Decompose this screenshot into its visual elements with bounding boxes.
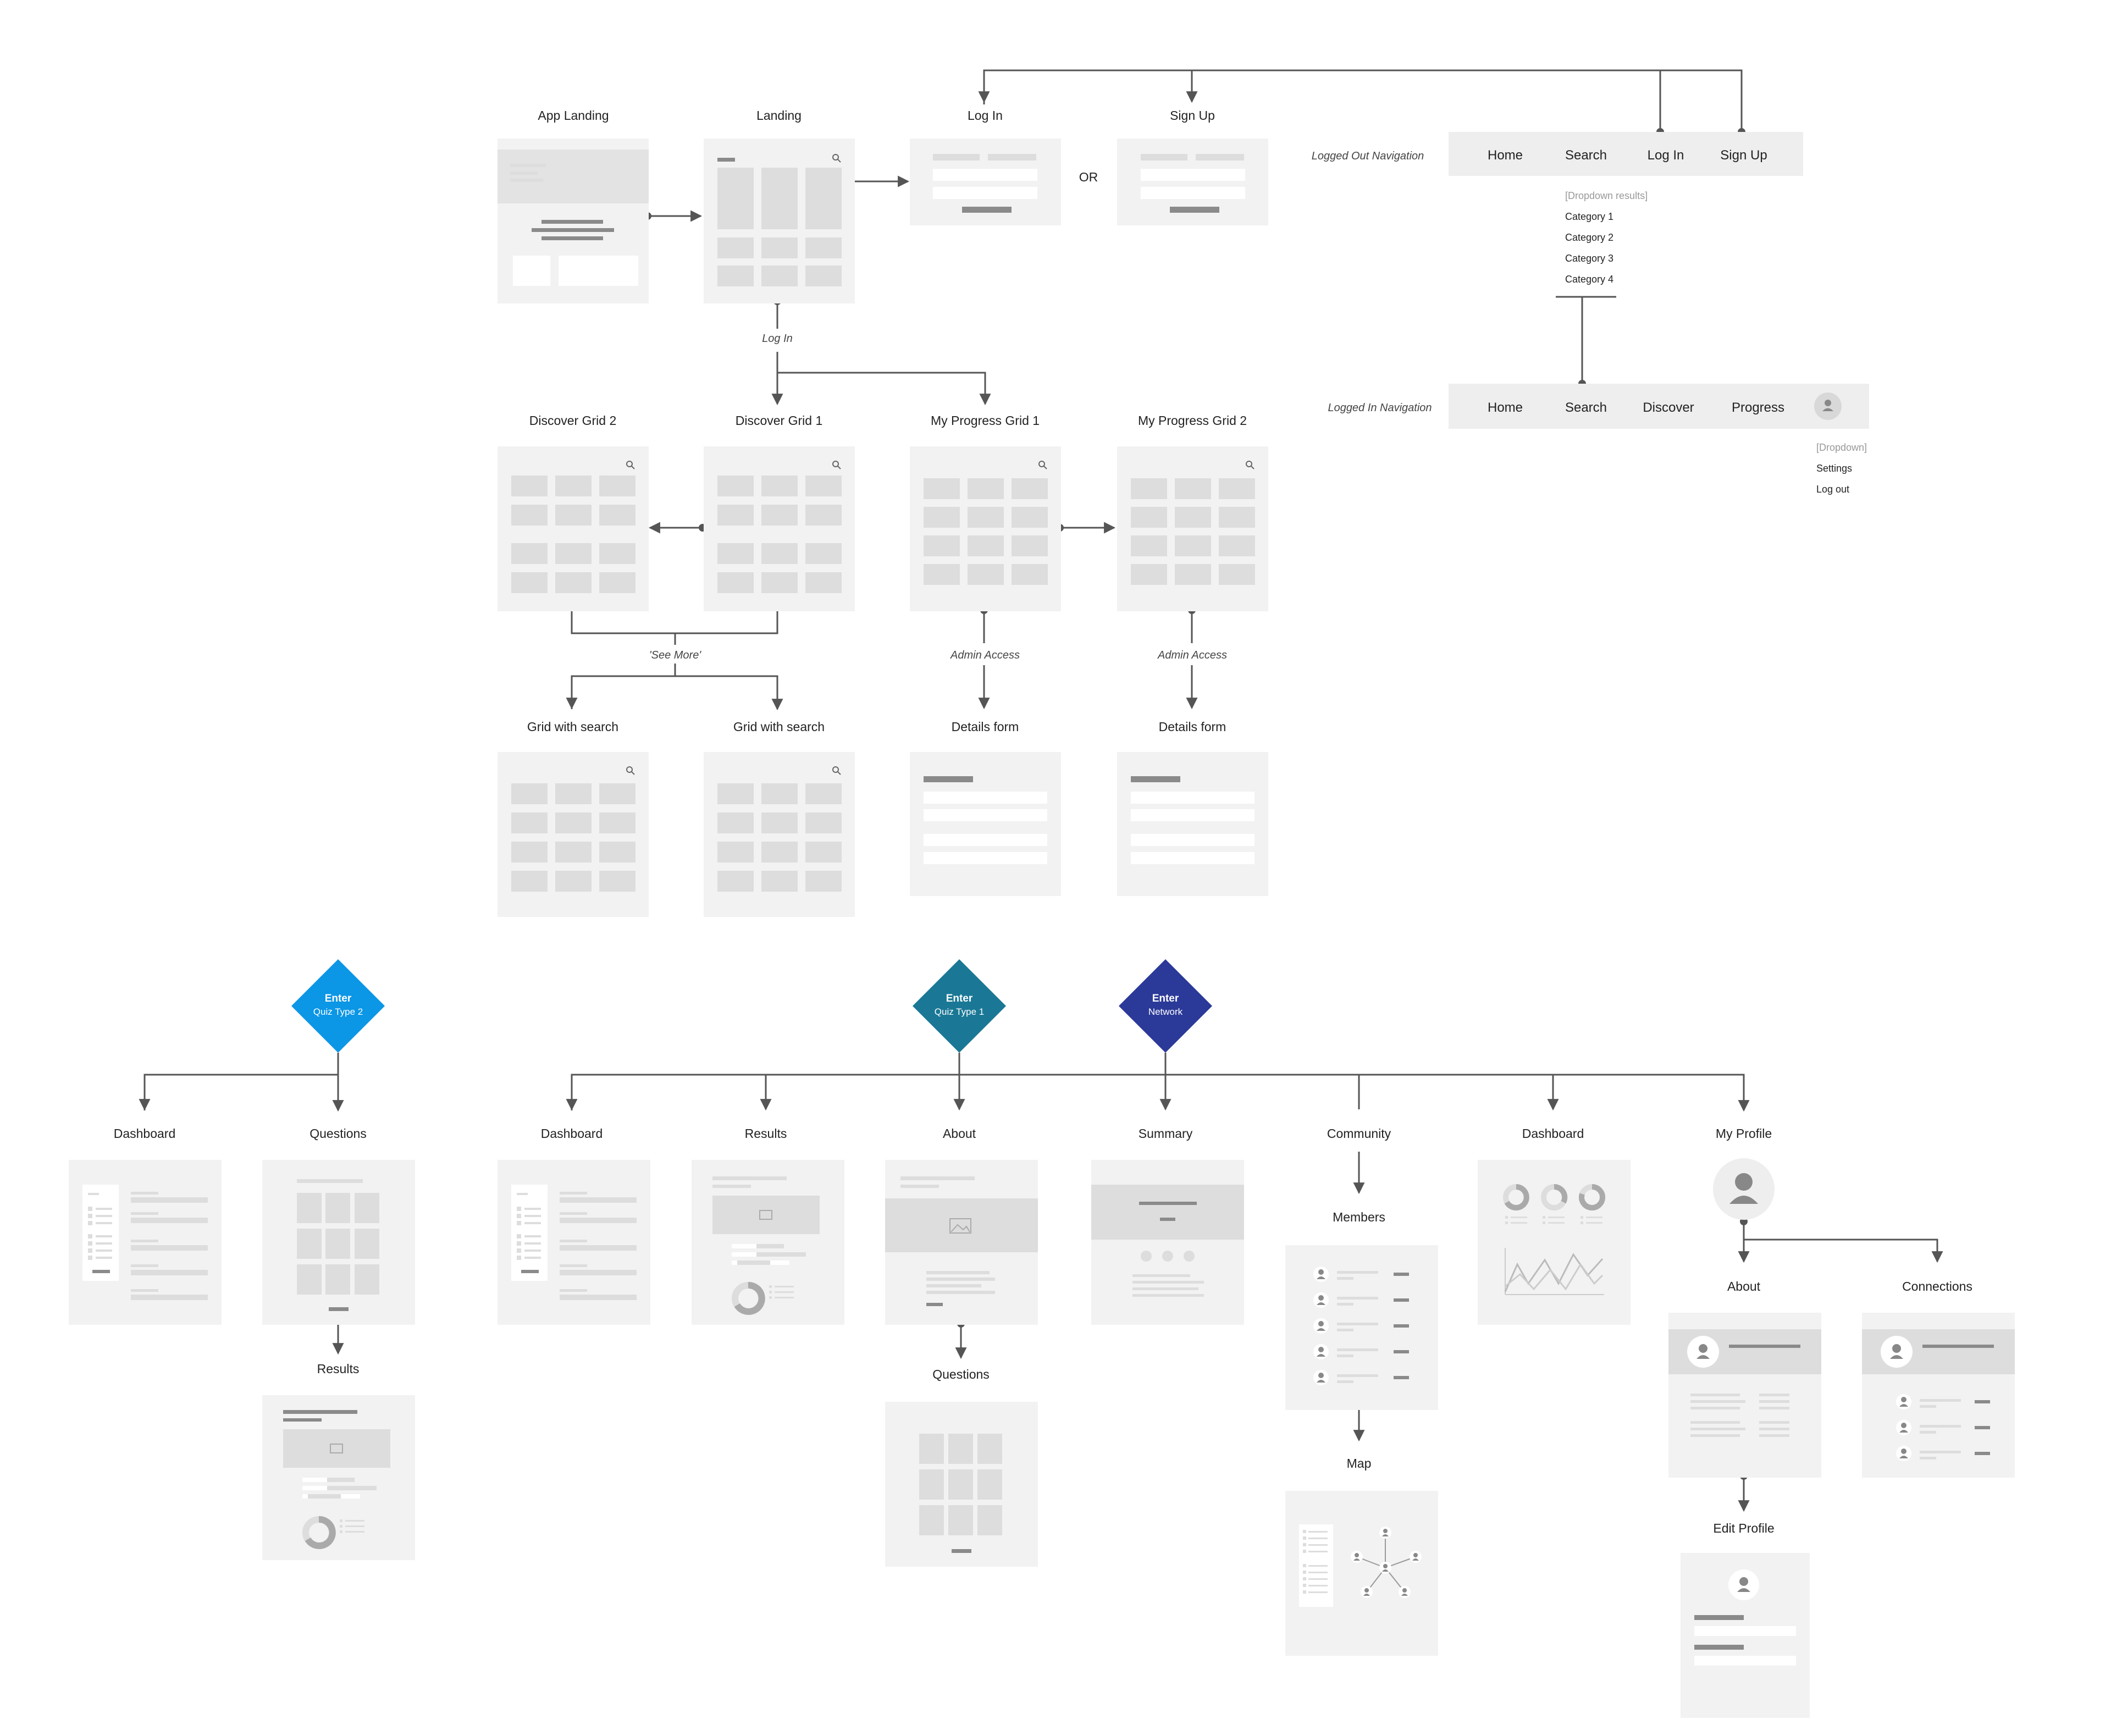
logged-out-nav-bar[interactable] xyxy=(1449,132,1803,176)
nav-item-search[interactable]: Search xyxy=(1565,400,1607,415)
logged-out-nav-caption: Logged Out Navigation xyxy=(1312,150,1424,162)
grid-with-search-card-1[interactable] xyxy=(498,752,649,917)
quiz1-dashboard-card[interactable] xyxy=(498,1160,650,1325)
decision-subtitle: Network xyxy=(1148,1007,1183,1017)
label-map: Map xyxy=(1347,1456,1372,1470)
quiz2-questions-card[interactable] xyxy=(262,1160,415,1325)
dropdown-category-item[interactable]: Category 1 xyxy=(1565,211,1613,222)
my-profile-avatar-icon[interactable] xyxy=(1713,1158,1775,1220)
label-landing: Landing xyxy=(756,108,802,123)
nav-item-log-in[interactable]: Log In xyxy=(1648,148,1684,163)
my-progress-grid-2-card[interactable] xyxy=(1117,446,1268,611)
app-landing-card[interactable] xyxy=(498,139,649,303)
profile-about-card[interactable] xyxy=(1668,1313,1821,1478)
community-map-card[interactable] xyxy=(1285,1491,1438,1656)
label-edit-profile: Edit Profile xyxy=(1713,1521,1774,1535)
nav-item-sign-up[interactable]: Sign Up xyxy=(1720,148,1767,163)
quiz1-about-card[interactable] xyxy=(885,1160,1038,1325)
label-quiz1-questions: Questions xyxy=(932,1367,990,1381)
label-network-community: Community xyxy=(1327,1126,1391,1141)
dropdown-category-item[interactable]: Category 3 xyxy=(1565,253,1613,264)
label-grid-with-search-1: Grid with search xyxy=(527,720,618,734)
label-profile-about: About xyxy=(1727,1279,1761,1293)
logged-in-nav-bar[interactable] xyxy=(1449,384,1869,429)
nav-item-home[interactable]: Home xyxy=(1488,148,1523,163)
quiz1-results-card[interactable] xyxy=(692,1160,844,1325)
edit-profile-card[interactable] xyxy=(1681,1553,1810,1718)
quiz2-results-card[interactable] xyxy=(262,1395,415,1560)
nav-item-search[interactable]: Search xyxy=(1565,148,1607,163)
log-in-card[interactable] xyxy=(910,139,1061,225)
labels: App Landing Landing Log In Sign Up OR Lo… xyxy=(114,108,1972,1535)
logged-in-nav-caption: Logged In Navigation xyxy=(1328,402,1432,414)
edge-label-see-more: 'See More' xyxy=(649,649,702,661)
label-quiz1-dashboard: Dashboard xyxy=(541,1126,603,1141)
decision-quiz-type-1[interactable]: Enter Quiz Type 1 xyxy=(913,959,1006,1053)
edge-label-log-in: Log In xyxy=(762,333,793,345)
discover-grid-1-card[interactable] xyxy=(704,446,855,611)
label-sign-up: Sign Up xyxy=(1170,108,1215,123)
label-quiz2-dashboard: Dashboard xyxy=(114,1126,176,1141)
label-quiz1-results: Results xyxy=(745,1126,787,1141)
network-dashboard-card[interactable] xyxy=(1478,1160,1631,1325)
label-log-in: Log In xyxy=(968,108,1003,123)
search-dropdown-header: [Dropdown results] xyxy=(1565,190,1648,201)
label-network-my-profile: My Profile xyxy=(1716,1126,1772,1141)
label-quiz2-questions: Questions xyxy=(310,1126,367,1141)
edge-label-admin-access-1: Admin Access xyxy=(950,649,1020,661)
my-progress-grid-1-card[interactable] xyxy=(910,446,1061,611)
label-quiz1-about: About xyxy=(943,1126,976,1141)
dropdown-log-out-item[interactable]: Log out xyxy=(1816,484,1849,495)
label-members: Members xyxy=(1333,1210,1385,1224)
details-form-card-2[interactable] xyxy=(1117,752,1268,896)
label-discover-grid-2: Discover Grid 2 xyxy=(529,413,616,428)
decision-title: Enter xyxy=(325,993,352,1004)
edge-label-admin-access-2: Admin Access xyxy=(1157,649,1227,661)
quiz2-dashboard-card[interactable] xyxy=(69,1160,222,1325)
decision-subtitle: Quiz Type 2 xyxy=(313,1007,363,1017)
label-details-form-2: Details form xyxy=(1159,720,1226,734)
profile-dropdown-header: [Dropdown] xyxy=(1816,442,1867,453)
nav-item-progress[interactable]: Progress xyxy=(1732,400,1784,415)
label-or: OR xyxy=(1079,170,1098,184)
label-app-landing: App Landing xyxy=(538,108,609,123)
label-my-progress-grid-2: My Progress Grid 2 xyxy=(1138,413,1247,428)
grid-with-search-card-2[interactable] xyxy=(704,752,855,917)
decision-quiz-type-2[interactable]: Enter Quiz Type 2 xyxy=(291,959,385,1053)
label-details-form-1: Details form xyxy=(952,720,1019,734)
dropdown-category-item[interactable]: Category 4 xyxy=(1565,274,1613,285)
quiz1-questions-card[interactable] xyxy=(885,1402,1038,1567)
decision-title: Enter xyxy=(946,993,973,1004)
label-network-summary: Summary xyxy=(1139,1126,1193,1141)
dropdown-settings-item[interactable]: Settings xyxy=(1816,463,1852,474)
label-quiz2-results: Results xyxy=(317,1362,360,1376)
nav-item-discover[interactable]: Discover xyxy=(1643,400,1694,415)
label-discover-grid-1: Discover Grid 1 xyxy=(736,413,822,428)
decision-network[interactable]: Enter Network xyxy=(1119,959,1212,1053)
decision-title: Enter xyxy=(1152,993,1179,1004)
details-form-card-1[interactable] xyxy=(910,752,1061,896)
profile-connections-card[interactable] xyxy=(1862,1313,2015,1478)
network-summary-card[interactable] xyxy=(1091,1160,1244,1325)
label-network-dashboard: Dashboard xyxy=(1522,1126,1584,1141)
decision-subtitle: Quiz Type 1 xyxy=(935,1007,984,1017)
sign-up-card[interactable] xyxy=(1117,139,1268,225)
landing-card[interactable] xyxy=(704,139,855,303)
dropdown-category-item[interactable]: Category 2 xyxy=(1565,232,1613,243)
label-grid-with-search-2: Grid with search xyxy=(733,720,825,734)
label-connections: Connections xyxy=(1902,1279,1972,1293)
label-my-progress-grid-1: My Progress Grid 1 xyxy=(931,413,1040,428)
discover-grid-2-card[interactable] xyxy=(498,446,649,611)
community-members-card[interactable] xyxy=(1285,1245,1438,1410)
nav-item-home[interactable]: Home xyxy=(1488,400,1523,415)
